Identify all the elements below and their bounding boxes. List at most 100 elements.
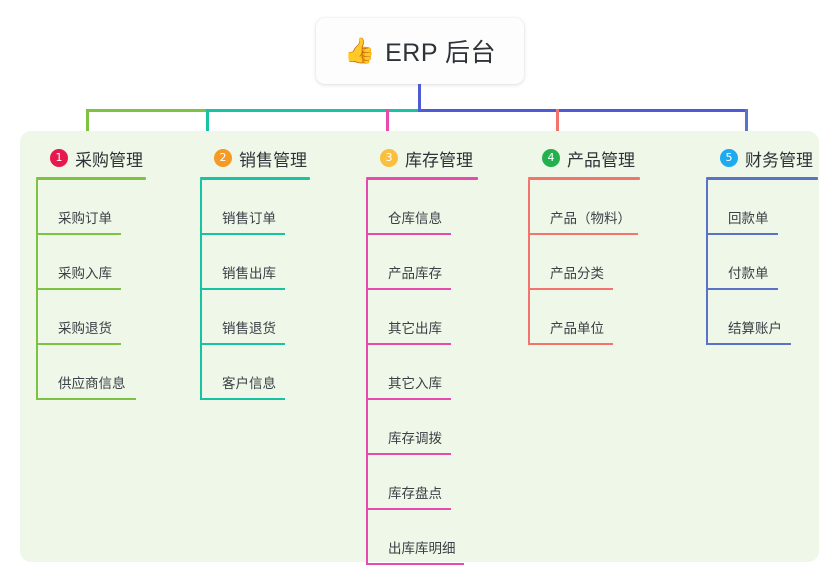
column-header-5[interactable]: 5 财务管理	[706, 146, 818, 170]
leaf-item[interactable]: 其它入库	[366, 345, 478, 400]
leaf-label: 仓库信息	[388, 211, 442, 226]
branch-drop-4	[556, 109, 559, 147]
leaf-label: 库存调拨	[388, 431, 442, 446]
leaf-item[interactable]: 供应商信息	[36, 345, 146, 400]
leaf-rule	[36, 343, 121, 345]
leaf-item[interactable]: 采购订单	[36, 180, 146, 235]
thumbs-up-icon: 👍	[343, 36, 376, 65]
leaf-item[interactable]: 仓库信息	[366, 180, 478, 235]
leaf-rule	[706, 343, 791, 345]
leaf-rule	[200, 233, 285, 235]
leaf-item[interactable]: 产品（物料）	[528, 180, 640, 235]
leaf-label: 采购退货	[58, 321, 112, 336]
leaf-label: 销售订单	[222, 211, 276, 226]
leaf-rule	[36, 398, 136, 400]
leaf-item[interactable]: 库存盘点	[366, 455, 478, 510]
leaf-rule	[366, 453, 451, 455]
column-spine	[366, 180, 368, 565]
leaf-label: 回款单	[728, 211, 769, 226]
branch-bar-teal	[206, 109, 420, 112]
leaf-label: 产品库存	[388, 266, 442, 281]
leaf-rule	[366, 343, 451, 345]
content-panel	[20, 131, 819, 562]
leaf-rule	[706, 288, 778, 290]
leaf-rule	[36, 233, 121, 235]
branch-drop-2	[206, 109, 209, 147]
leaf-label: 产品分类	[550, 266, 604, 281]
leaf-item[interactable]: 产品单位	[528, 290, 640, 345]
leaf-item[interactable]: 销售出库	[200, 235, 310, 290]
leaf-label: 销售出库	[222, 266, 276, 281]
column-spine	[528, 180, 530, 345]
leaf-rule	[200, 398, 285, 400]
root-title: ERP 后台	[385, 39, 497, 67]
leaf-item[interactable]: 产品库存	[366, 235, 478, 290]
leaf-list: 仓库信息产品库存其它出库其它入库库存调拨库存盘点出库库明细	[366, 180, 478, 565]
root-node[interactable]: 👍 ERP 后台	[316, 18, 524, 84]
column-badge-icon: 5	[720, 149, 738, 167]
leaf-item[interactable]: 采购入库	[36, 235, 146, 290]
leaf-label: 其它入库	[388, 376, 442, 391]
leaf-rule	[366, 233, 451, 235]
leaf-item[interactable]: 产品分类	[528, 235, 640, 290]
leaf-rule	[366, 398, 451, 400]
leaf-label: 其它出库	[388, 321, 442, 336]
leaf-list: 产品（物料） 产品分类产品单位	[528, 180, 640, 345]
column-title: 采购管理	[75, 150, 143, 170]
column-header-rule	[366, 177, 478, 180]
column-badge-icon: 1	[50, 149, 68, 167]
leaf-rule	[366, 288, 451, 290]
leaf-item[interactable]: 回款单	[706, 180, 818, 235]
column-header-rule	[528, 177, 640, 180]
leaf-label: 结算账户	[728, 321, 782, 336]
column-title: 财务管理	[745, 150, 813, 170]
leaf-rule	[366, 508, 451, 510]
leaf-rule	[366, 563, 464, 565]
leaf-rule	[200, 288, 285, 290]
leaf-rule	[200, 343, 285, 345]
leaf-item[interactable]: 销售订单	[200, 180, 310, 235]
leaf-item[interactable]: 出库库明细	[366, 510, 478, 565]
column-title: 销售管理	[239, 150, 307, 170]
leaf-item[interactable]: 其它出库	[366, 290, 478, 345]
leaf-rule	[36, 288, 121, 290]
column-header-1[interactable]: 1 采购管理	[36, 146, 146, 170]
leaf-list: 销售订单销售出库销售退货客户信息	[200, 180, 310, 400]
leaf-item[interactable]: 结算账户	[706, 290, 818, 345]
branch-drop-3	[386, 109, 389, 147]
column-header-3[interactable]: 3 库存管理	[366, 146, 478, 170]
leaf-label: 产品（物料）	[550, 211, 631, 226]
column-badge-icon: 3	[380, 149, 398, 167]
leaf-item[interactable]: 销售退货	[200, 290, 310, 345]
leaf-label: 采购订单	[58, 211, 112, 226]
leaf-item[interactable]: 采购退货	[36, 290, 146, 345]
leaf-rule	[706, 233, 778, 235]
leaf-rule	[528, 233, 638, 235]
column-spine	[706, 180, 708, 345]
branch-drop-5	[745, 109, 748, 147]
column-5: 5 财务管理回款单付款单结算账户	[706, 146, 818, 345]
leaf-item[interactable]: 客户信息	[200, 345, 310, 400]
leaf-label: 出库库明细	[388, 541, 456, 556]
leaf-label: 采购入库	[58, 266, 112, 281]
column-header-rule	[36, 177, 146, 180]
leaf-label: 付款单	[728, 266, 769, 281]
leaf-item[interactable]: 付款单	[706, 235, 818, 290]
leaf-item[interactable]: 库存调拨	[366, 400, 478, 455]
column-spine	[36, 180, 38, 400]
branch-drop-1	[86, 109, 89, 147]
branch-bar-green	[86, 109, 208, 112]
leaf-label: 销售退货	[222, 321, 276, 336]
column-title: 产品管理	[567, 150, 635, 170]
column-title: 库存管理	[405, 150, 473, 170]
leaf-list: 回款单付款单结算账户	[706, 180, 818, 345]
leaf-label: 产品单位	[550, 321, 604, 336]
leaf-list: 采购订单采购入库采购退货供应商信息	[36, 180, 146, 400]
leaf-label: 供应商信息	[58, 376, 126, 391]
leaf-label: 客户信息	[222, 376, 276, 391]
